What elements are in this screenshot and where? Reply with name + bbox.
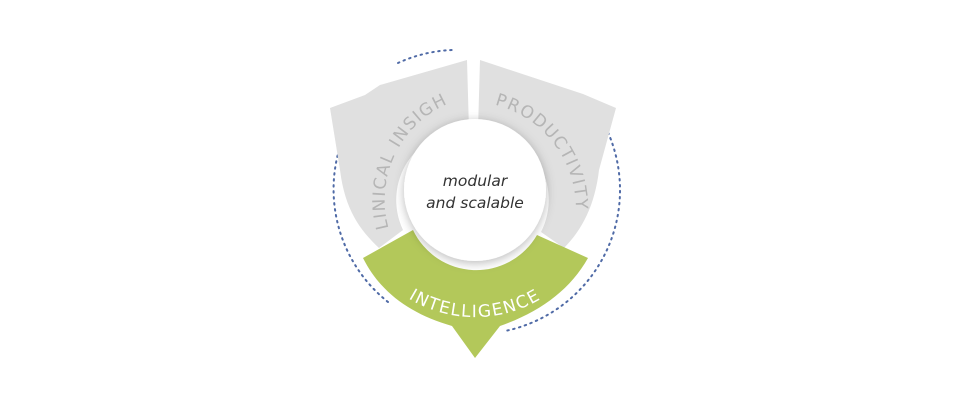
segment-intelligence	[363, 230, 588, 358]
center-hub	[404, 119, 546, 261]
segment-clinical-insight	[330, 60, 469, 248]
center-line-2: and scalable	[426, 194, 524, 212]
dotted-arc-top	[397, 49, 453, 64]
segment-productivity	[478, 60, 616, 248]
center-line-1: modular	[443, 172, 509, 190]
